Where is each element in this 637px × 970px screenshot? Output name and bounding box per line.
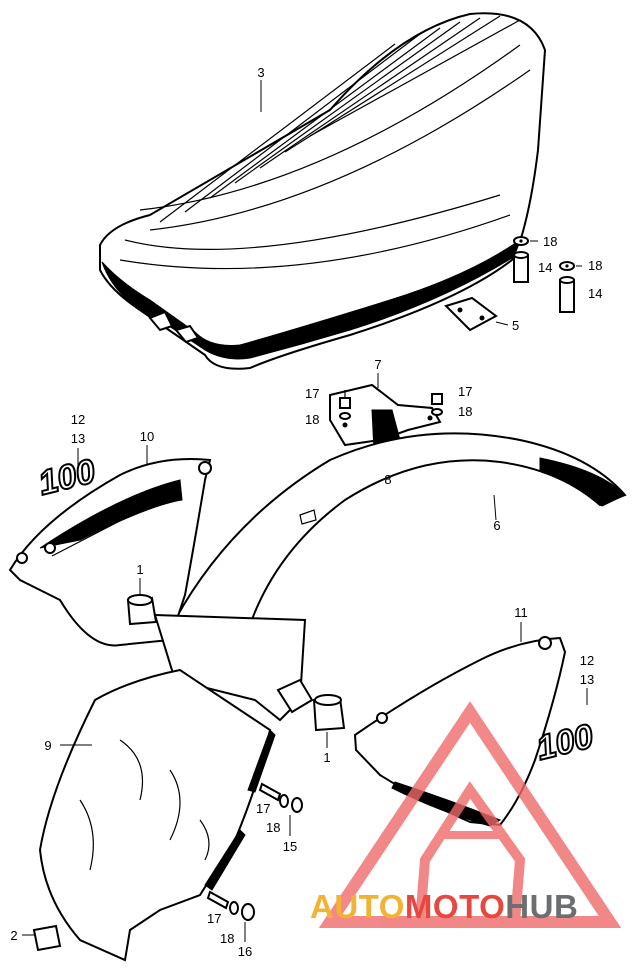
callout-nut-b: 16 <box>238 944 252 959</box>
callout-mark-b: 12 <box>580 653 594 668</box>
callout-labels: 3 18 14 18 14 5 7 17 18 17 18 8 6 12 13 … <box>10 65 602 959</box>
rear-fender-drawing <box>173 432 627 661</box>
callout-clip: 2 <box>10 928 17 943</box>
inner-fender-drawing <box>38 613 314 962</box>
callout-emblem-a: 13 <box>71 431 85 446</box>
watermark-moto: MOTO <box>405 888 505 925</box>
callout-collar-b: 14 <box>588 286 602 301</box>
watermark: AUTOMOTOHUB <box>310 701 622 928</box>
callout-rubber-b: 1 <box>323 750 330 765</box>
callout-washer-d: 18 <box>458 404 472 419</box>
callout-washer-e: 18 <box>266 820 280 835</box>
callout-bolt-d: 17 <box>207 911 221 926</box>
callout-collar-a: 14 <box>538 260 552 275</box>
callout-grommet-a: 8 <box>384 472 391 487</box>
callout-washer-c: 18 <box>305 412 319 427</box>
callout-rubber-a: 1 <box>136 562 143 577</box>
callout-seat: 3 <box>257 65 264 80</box>
callout-bolt-a: 17 <box>305 386 319 401</box>
callout-nut-a: 15 <box>283 839 297 854</box>
fasteners-lower <box>206 782 303 942</box>
watermark-text: AUTOMOTOHUB <box>310 888 578 925</box>
callout-stay: 7 <box>374 357 381 372</box>
callout-emblem-b: 13 <box>580 672 594 687</box>
seat-drawing <box>99 12 547 370</box>
seat-collars-and-washers <box>444 236 582 332</box>
callout-bracket-plate: 5 <box>512 318 519 333</box>
clip-drawing <box>22 924 62 952</box>
callout-bolt-c: 17 <box>256 801 270 816</box>
watermark-logo-icon <box>318 701 622 928</box>
callout-mark-a: 12 <box>71 412 85 427</box>
callout-right-cover: 11 <box>514 605 528 620</box>
rubber-cushions <box>126 578 346 748</box>
left-side-cover-drawing: 100 <box>8 445 212 647</box>
callout-fender: 6 <box>493 518 500 533</box>
callout-washer-f: 18 <box>220 931 234 946</box>
watermark-auto: AUTO <box>310 888 405 925</box>
watermark-hub: HUB <box>505 888 578 925</box>
callout-washer-b: 18 <box>588 258 602 273</box>
callout-left-cover: 10 <box>140 429 154 444</box>
callout-bolt-b: 17 <box>458 384 472 399</box>
callout-inner-fender: 9 <box>44 738 51 753</box>
callout-washer-a: 18 <box>543 234 557 249</box>
